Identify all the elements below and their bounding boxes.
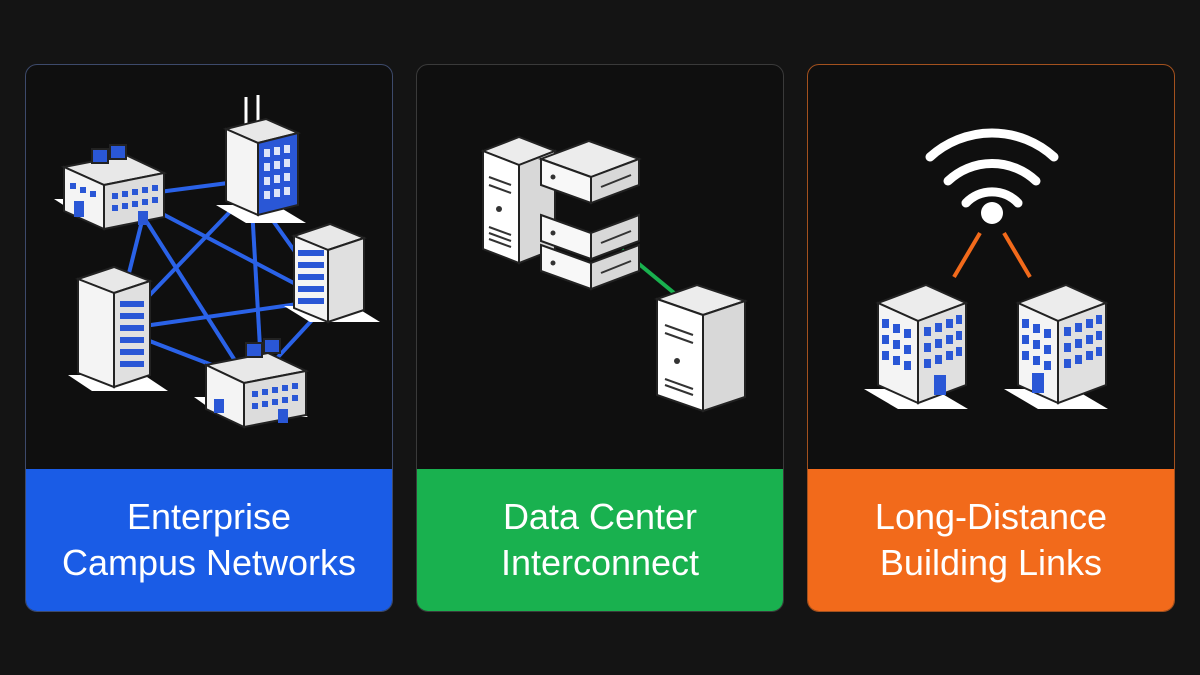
card-title-line-2: Campus Networks: [61, 542, 357, 583]
card-title-line-1: Data Center: [502, 496, 698, 537]
server-tower-icon: [480, 135, 558, 265]
building-icon: [1004, 283, 1109, 409]
card-long-distance: Long-Distance Building Links: [807, 64, 1175, 612]
wireless-link: [952, 231, 1032, 279]
card-title-banner: Data Center Interconnect: [417, 469, 783, 611]
tower-building-icon: [284, 222, 380, 324]
card-title-line-2: Building Links: [879, 542, 1103, 583]
office-building-icon: [54, 144, 168, 231]
card-title-line-1: Enterprise: [126, 496, 292, 537]
card-title-banner: Enterprise Campus Networks: [26, 469, 392, 611]
wifi-icon: [925, 128, 1059, 208]
office-building-icon: [194, 338, 310, 429]
card-title-line-2: Interconnect: [500, 542, 700, 583]
card-title-line-1: Long-Distance: [874, 496, 1108, 537]
data-center-illustration: [480, 135, 749, 413]
card-title-banner: Long-Distance Building Links: [808, 469, 1174, 611]
wifi-dot: [981, 202, 1003, 224]
building-icon: [864, 283, 969, 409]
card-enterprise-campus: Enterprise Campus Networks: [25, 64, 393, 612]
card-data-center: Data Center Interconnect: [416, 64, 784, 612]
server-tower-icon: [653, 283, 749, 413]
tower-building-icon: [216, 95, 306, 223]
long-distance-illustration: [864, 128, 1109, 409]
tower-building-icon: [68, 265, 168, 391]
campus-network-illustration: [54, 95, 380, 429]
server-rack-icon: [538, 139, 642, 291]
